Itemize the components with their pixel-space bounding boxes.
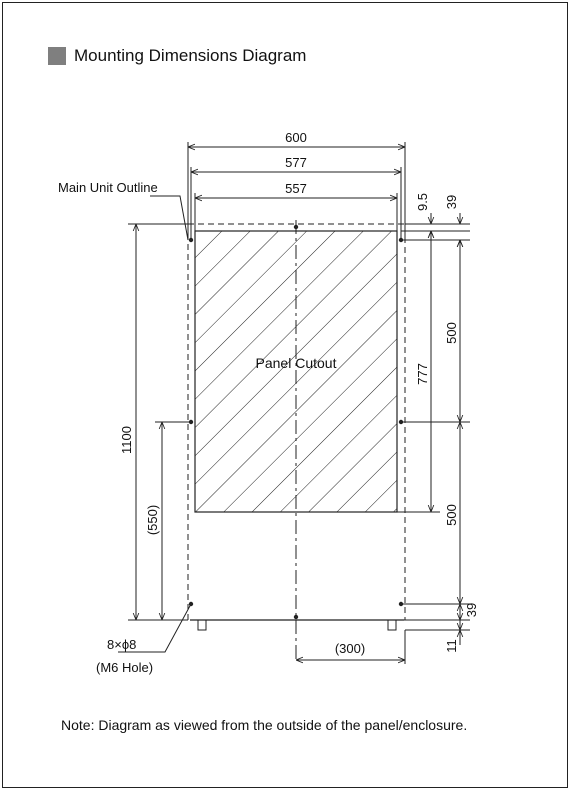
label-main-unit-outline: Main Unit Outline (58, 180, 158, 195)
foot-right (387, 620, 397, 631)
label-hole-type: (M6 Hole) (96, 660, 153, 675)
leader-hole-spec (118, 603, 192, 653)
dim-label-550: (550) (145, 505, 160, 535)
dim-label-39-top: 39 (444, 195, 459, 209)
mounting-hole (188, 237, 194, 243)
dim-label-557: 557 (285, 181, 307, 196)
mounting-hole (293, 614, 299, 620)
dim-label-1100: 1100 (119, 426, 134, 454)
dim-label-9-5: 9.5 (415, 193, 430, 211)
mounting-hole (398, 419, 404, 425)
dim-label-39-bottom: 39 (464, 603, 479, 617)
label-panel-cutout: Panel Cutout (256, 355, 337, 371)
dim-label-777: 777 (415, 363, 430, 385)
leader-main-unit-outline (150, 195, 189, 241)
mounting-hole (293, 224, 299, 230)
mounting-hole (188, 419, 194, 425)
dim-label-500-lower: 500 (444, 504, 459, 526)
dim-label-11: 11 (444, 639, 459, 653)
footer-note: Note: Diagram as viewed from the outside… (61, 717, 468, 733)
mounting-hole (398, 601, 404, 607)
mounting-holes (188, 224, 404, 620)
mounting-hole (398, 237, 404, 243)
dim-label-577: 577 (285, 155, 307, 170)
dim-label-600: 600 (285, 130, 307, 145)
square-bullet-icon (48, 47, 66, 65)
dim-label-300: (300) (335, 641, 365, 656)
label-hole-spec: 8×ϕ8 (107, 637, 136, 652)
diagram-title: Mounting Dimensions Diagram (74, 46, 307, 65)
diagram-heading: Mounting Dimensions Diagram (48, 46, 306, 66)
dim-label-500-upper: 500 (444, 322, 459, 344)
foot-left (197, 620, 207, 631)
mounting-hole (188, 601, 194, 607)
